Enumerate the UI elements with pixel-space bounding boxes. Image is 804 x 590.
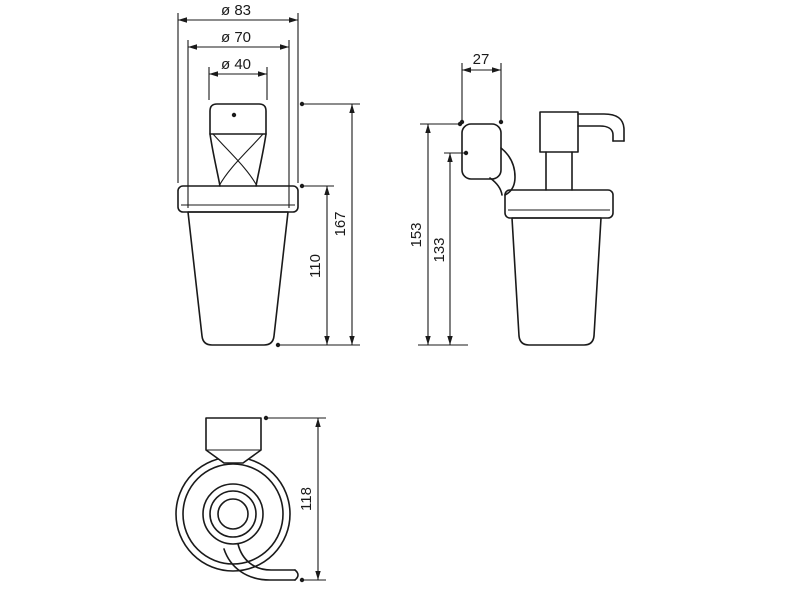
front-dimensions: ø 83 ø 70 ø 40 167 110 <box>177 2 360 348</box>
side-dimensions: 27 153 133 <box>408 51 504 346</box>
top-bracket-outline <box>205 417 262 464</box>
outer-rim-circle <box>175 456 291 572</box>
spout-outline-inner <box>577 125 614 142</box>
reference-dot <box>275 342 281 348</box>
spout-outline-outer <box>577 113 625 142</box>
dim-label-27: 27 <box>473 51 490 68</box>
pump-neck-cross-2 <box>218 133 264 187</box>
reference-dot <box>498 119 504 125</box>
side-pump-head-outline <box>539 111 579 153</box>
reference-dot <box>263 415 269 421</box>
dim-label-153: 153 <box>408 222 425 247</box>
dim-label-167: 167 <box>332 211 349 236</box>
pump-top-circle-mid <box>209 490 257 538</box>
pump-top-circle-inner <box>217 498 249 530</box>
pump-neck-left <box>209 133 221 187</box>
reference-dot <box>299 577 305 583</box>
dim-label-133: 133 <box>431 237 448 262</box>
pump-hole-icon <box>231 112 237 118</box>
pump-head-outline <box>209 103 267 135</box>
bracket-arm-outer <box>500 147 516 196</box>
top-view <box>175 417 299 581</box>
dim-label-110: 110 <box>307 254 324 278</box>
holder-ring-circle <box>182 463 284 565</box>
side-body-outline <box>511 217 602 346</box>
wall-bracket-outline <box>461 123 502 180</box>
side-view <box>461 111 625 346</box>
pump-neck-cross-1 <box>212 133 258 187</box>
top-dimensions: 118 <box>263 415 326 583</box>
top-spout-inner <box>237 543 296 571</box>
front-view <box>177 103 299 346</box>
top-spout-outer <box>223 548 296 581</box>
reference-dot <box>299 183 305 189</box>
collar-outline <box>177 185 299 213</box>
dim-label-118: 118 <box>298 487 315 511</box>
side-lid-outline <box>504 189 614 219</box>
dim-label-dia40: ø 40 <box>221 56 251 73</box>
reference-dot <box>457 121 463 127</box>
reference-dot <box>463 150 469 156</box>
reference-dot <box>299 101 305 107</box>
top-spout-tip <box>294 569 299 581</box>
pump-top-circle-outer <box>202 483 264 545</box>
dim-label-dia70: ø 70 <box>221 29 251 46</box>
container-body-outline <box>187 211 289 346</box>
bracket-arm-inner <box>489 177 503 196</box>
pump-neck-right <box>255 133 267 187</box>
dim-label-dia83: ø 83 <box>221 2 251 19</box>
